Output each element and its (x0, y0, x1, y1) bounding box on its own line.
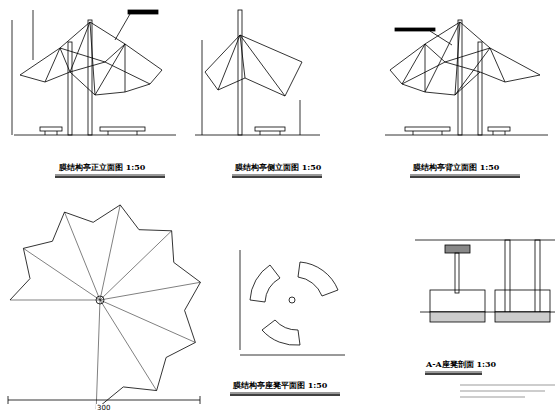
bench-section (415, 240, 555, 397)
dimension: 300 (96, 404, 111, 412)
front-elevation (12, 10, 176, 177)
back-elevation (385, 20, 548, 177)
bench-plan (230, 250, 345, 395)
drawing-title: 膜结构亭座凳平面图 1:50 (232, 381, 328, 391)
roof-plan (8, 205, 200, 409)
side-elevation (195, 10, 322, 177)
drawing-title: 膜结构亭正立面图 1:50 (58, 163, 146, 173)
drawing-title: A-A座凳剖面 1:30 (425, 360, 497, 370)
drawing-title: 膜结构亭侧立面图 1:50 (234, 163, 322, 173)
drawing-title: 膜结构亭背立面图 1:50 (412, 163, 500, 173)
